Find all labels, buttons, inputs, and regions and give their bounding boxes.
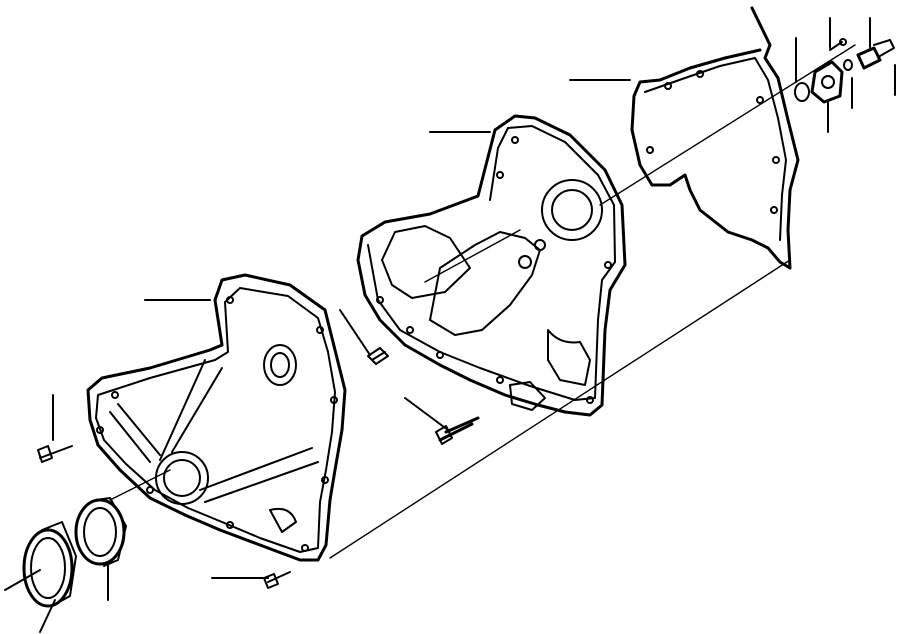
accessory-bore	[263, 344, 297, 386]
o-ring	[794, 82, 810, 102]
front-gear-cover	[86, 273, 347, 562]
plug-fitting	[856, 46, 882, 70]
screw-cover-bottom	[263, 571, 291, 589]
housing-pocket	[547, 329, 591, 386]
wear-sleeve	[22, 521, 77, 608]
assembly-axis-lines	[109, 44, 856, 559]
front-crankshaft-seal	[74, 497, 127, 567]
leader-lines	[4, 17, 896, 633]
screw-housing-small	[367, 347, 389, 365]
screw-housing-large	[438, 416, 480, 442]
cap-screws	[37, 347, 480, 589]
housing-bore	[541, 179, 603, 241]
gear-housing	[356, 114, 627, 417]
screw-cover-top	[37, 445, 73, 463]
fitting-assembly	[794, 38, 895, 104]
crankshaft-bore	[155, 451, 209, 505]
gear-housing-gasket	[630, 6, 800, 270]
small-seal	[843, 59, 853, 71]
flange-fitting	[810, 60, 844, 104]
